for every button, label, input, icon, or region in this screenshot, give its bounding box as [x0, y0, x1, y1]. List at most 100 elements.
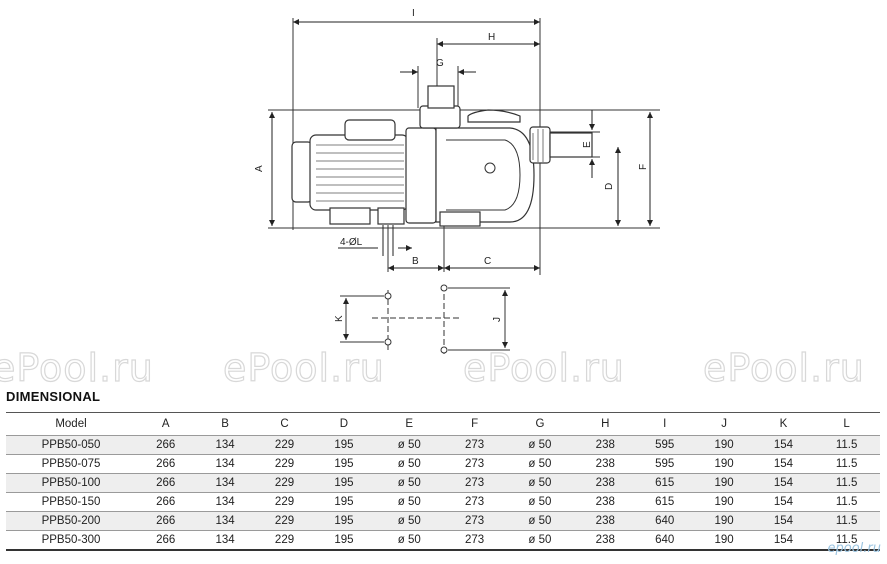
table-cell: ø 50	[504, 511, 576, 531]
table-cell: ø 50	[504, 473, 576, 493]
section-title: DIMENSIONAL	[6, 389, 101, 404]
table-cell: 190	[694, 530, 754, 551]
table-cell: 229	[254, 435, 315, 455]
table-cell: 190	[694, 454, 754, 474]
table-header-row: Model A B C D E F G H I J K L	[6, 412, 880, 436]
table-cell: ø 50	[373, 473, 445, 493]
table-cell: PPB50-050	[6, 435, 136, 455]
column-header: I	[634, 412, 695, 436]
table-cell: 266	[136, 530, 196, 551]
table-cell: 273	[444, 511, 505, 531]
table-cell: 266	[136, 454, 196, 474]
column-header: C	[254, 412, 315, 436]
table-cell: ø 50	[373, 511, 445, 531]
table-cell: 195	[314, 511, 374, 531]
table-cell: 238	[575, 530, 635, 551]
table-cell: 273	[444, 454, 505, 474]
table-cell: PPB50-100	[6, 473, 136, 493]
dim-label-c: C	[484, 256, 491, 267]
table-cell: 615	[634, 473, 695, 493]
column-header: Model	[6, 412, 136, 436]
column-header: A	[136, 412, 196, 436]
table-cell: 134	[195, 473, 255, 493]
table-cell: 134	[195, 530, 255, 551]
table-cell: 154	[753, 530, 814, 551]
table-cell: 190	[694, 473, 754, 493]
table-cell: 195	[314, 492, 374, 512]
table-cell: 595	[634, 435, 695, 455]
dim-label-b: B	[412, 256, 419, 267]
column-header: E	[373, 412, 445, 436]
table-cell: 229	[254, 530, 315, 551]
table-row: PPB50-050 266 134 229 195 ø 50 273 ø 50 …	[6, 435, 880, 455]
table-cell: ø 50	[373, 435, 445, 455]
site-credit: epool.ru	[827, 541, 882, 556]
table-cell: 266	[136, 435, 196, 455]
table-cell: 154	[753, 454, 814, 474]
dim-label-a: A	[254, 165, 265, 172]
table-cell: 238	[575, 473, 635, 493]
table-cell: 11.5	[813, 530, 880, 551]
table-cell: ø 50	[373, 492, 445, 512]
dim-label-e: E	[582, 141, 593, 148]
table-cell: 238	[575, 454, 635, 474]
table-cell: PPB50-150	[6, 492, 136, 512]
dim-label-j: J	[492, 317, 503, 322]
table-cell: 266	[136, 511, 196, 531]
table-row: PPB50-300 266 134 229 195 ø 50 273 ø 50 …	[6, 530, 880, 551]
table-cell: 154	[753, 473, 814, 493]
table-cell: 273	[444, 492, 505, 512]
watermark: ePool.ru	[462, 345, 625, 390]
table-cell: PPB50-200	[6, 511, 136, 531]
table-cell: PPB50-300	[6, 530, 136, 551]
dim-label-h: H	[488, 32, 495, 43]
table-cell: 11.5	[813, 511, 880, 531]
table-cell: 238	[575, 435, 635, 455]
table-cell: 11.5	[813, 492, 880, 512]
table-cell: 154	[753, 435, 814, 455]
table-cell: 195	[314, 473, 374, 493]
table-cell: 154	[753, 492, 814, 512]
table-cell: 229	[254, 511, 315, 531]
table-cell: 229	[254, 492, 315, 512]
dim-label-k: K	[334, 315, 345, 322]
table-cell: 615	[634, 492, 695, 512]
table-cell: 229	[254, 454, 315, 474]
table-cell: 238	[575, 492, 635, 512]
column-header: K	[753, 412, 814, 436]
table-cell: 134	[195, 435, 255, 455]
table-cell: 595	[634, 454, 695, 474]
table-cell: 134	[195, 454, 255, 474]
dimension-table: Model A B C D E F G H I J K L PPB50-050 …	[6, 412, 880, 551]
table-cell: 190	[694, 435, 754, 455]
dim-label-g: G	[436, 58, 444, 69]
watermark: ePool.ru	[0, 345, 154, 390]
column-header: F	[444, 412, 505, 436]
table-cell: 266	[136, 473, 196, 493]
watermark: ePool.ru	[222, 345, 385, 390]
table-cell: ø 50	[504, 435, 576, 455]
table-cell: 154	[753, 511, 814, 531]
table-cell: 273	[444, 435, 505, 455]
table-cell: 266	[136, 492, 196, 512]
table-cell: ø 50	[373, 530, 445, 551]
table-row: PPB50-100 266 134 229 195 ø 50 273 ø 50 …	[6, 473, 880, 493]
table-cell: ø 50	[373, 454, 445, 474]
column-header: D	[314, 412, 374, 436]
table-cell: 238	[575, 511, 635, 531]
column-header: L	[813, 412, 880, 436]
table-cell: 229	[254, 473, 315, 493]
table-cell: 190	[694, 492, 754, 512]
dim-label-f: F	[638, 164, 649, 170]
dim-label-l: 4-ØL	[340, 237, 363, 248]
column-header: G	[504, 412, 576, 436]
dim-label-i: I	[412, 8, 415, 19]
table-row: PPB50-200 266 134 229 195 ø 50 273 ø 50 …	[6, 511, 880, 531]
column-header: H	[575, 412, 635, 436]
column-header: J	[694, 412, 754, 436]
table-cell: 134	[195, 492, 255, 512]
table-cell: 273	[444, 473, 505, 493]
table-cell: 11.5	[813, 473, 880, 493]
table-cell: ø 50	[504, 492, 576, 512]
table-row: PPB50-150 266 134 229 195 ø 50 273 ø 50 …	[6, 492, 880, 512]
